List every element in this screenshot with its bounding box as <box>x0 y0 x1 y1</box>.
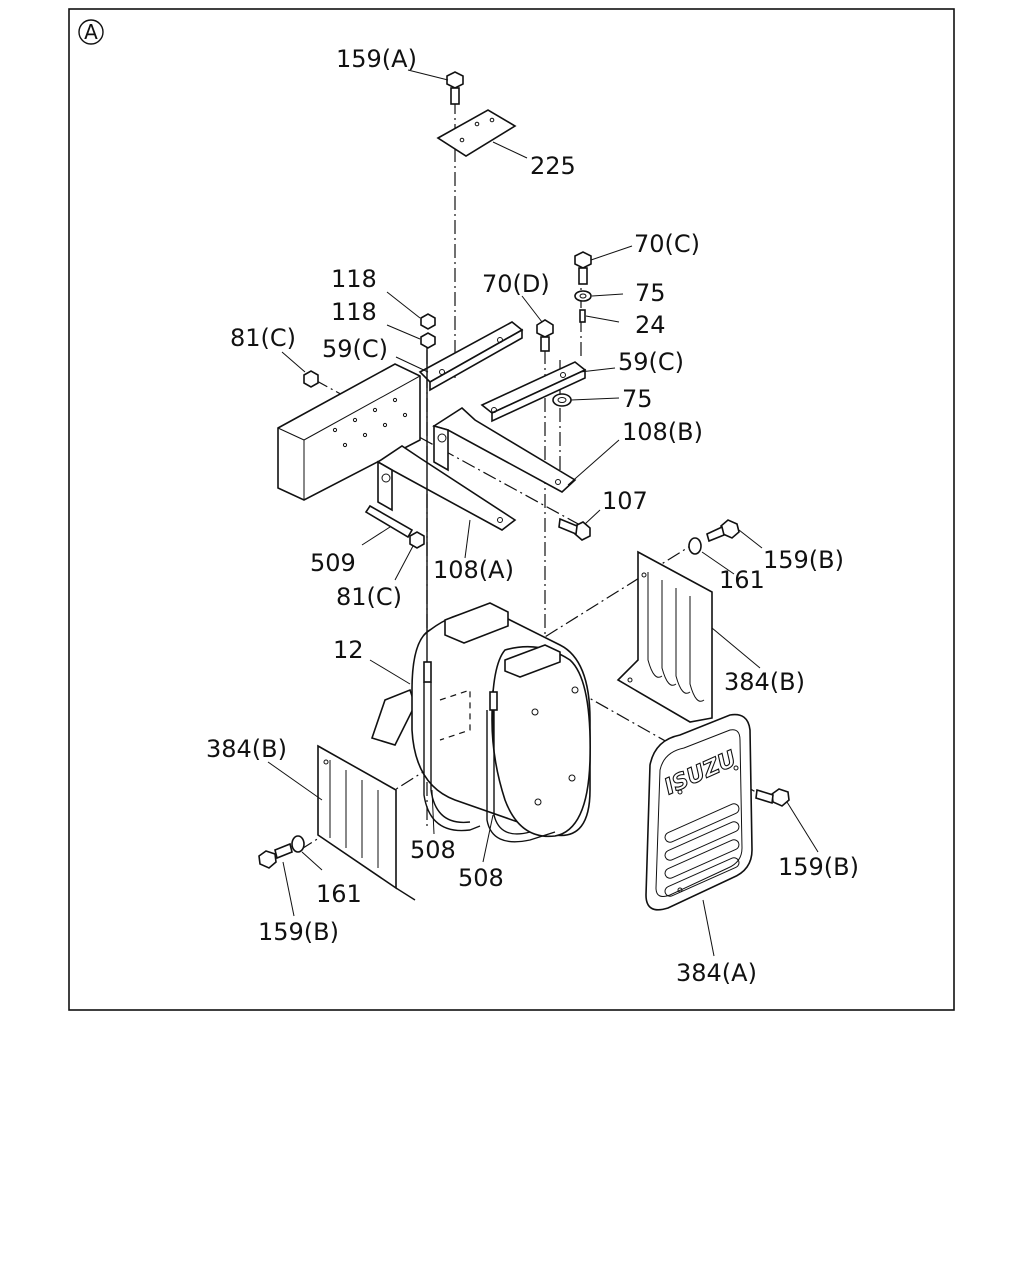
nut-81c-upper <box>303 370 319 388</box>
diagram-frame <box>68 8 955 1011</box>
view-marker: A <box>78 19 104 45</box>
label-107: 107 <box>602 487 648 515</box>
label-161-right: 161 <box>719 566 765 594</box>
heat-shield-384a: ISUZU <box>645 713 753 911</box>
leader-lines <box>267 69 819 957</box>
label-81c-lower: 81(C) <box>336 583 402 611</box>
label-81c-upper: 81(C) <box>230 324 296 352</box>
washer-75-top <box>574 290 592 302</box>
label-59c-left: 59(C) <box>322 335 388 363</box>
label-508-a: 508 <box>410 836 456 864</box>
bracket-108a <box>376 445 517 531</box>
label-509: 509 <box>310 549 356 577</box>
label-59c-right: 59(C) <box>618 348 684 376</box>
label-384a: 384(A) <box>676 959 757 987</box>
label-118-lower: 118 <box>331 298 377 326</box>
label-159a: 159(A) <box>336 45 417 73</box>
label-508-b: 508 <box>458 864 504 892</box>
label-108b: 108(B) <box>622 418 703 446</box>
bracket-59c-right <box>480 361 587 423</box>
hanger-rods <box>423 348 498 740</box>
pin-24 <box>579 309 586 323</box>
bolt-159a <box>446 71 464 105</box>
heat-shield-384b-left <box>317 744 416 901</box>
label-75-top: 75 <box>635 279 666 307</box>
band-508-a <box>423 682 481 832</box>
plate-225 <box>436 109 517 157</box>
bolt-70d <box>536 319 554 352</box>
part-labels: 159(A) 225 70(C) 70(D) 75 24 118 118 81(… <box>206 45 859 987</box>
muffler-12 <box>370 602 591 838</box>
label-161-left: 161 <box>316 880 362 908</box>
view-marker-letter: A <box>84 20 98 44</box>
bolt-159b-lower-right <box>755 788 790 807</box>
nut-81c-lower <box>409 531 425 549</box>
label-12: 12 <box>333 636 364 664</box>
nut-118-lower <box>420 332 436 349</box>
band-508-b <box>486 710 556 843</box>
label-159b-left: 159(B) <box>258 918 339 946</box>
bolt-159b-left <box>258 842 293 869</box>
bolt-159b-upper-right <box>706 519 740 543</box>
bolt-70c <box>574 251 592 285</box>
label-108a: 108(A) <box>433 556 514 584</box>
label-70d: 70(D) <box>482 270 550 298</box>
bolt-107 <box>558 517 591 541</box>
stud-509 <box>364 504 414 539</box>
washer-75-lower <box>552 393 572 407</box>
label-24: 24 <box>635 311 666 339</box>
label-384b-left: 384(B) <box>206 735 287 763</box>
washer-161-right <box>688 537 702 555</box>
frame-rail <box>277 363 421 501</box>
label-225: 225 <box>530 152 576 180</box>
nut-118-upper <box>420 313 436 330</box>
bracket-59c-left <box>418 321 524 392</box>
label-159b-lower-right: 159(B) <box>778 853 859 881</box>
label-75-lower: 75 <box>622 385 653 413</box>
label-118-upper: 118 <box>331 265 377 293</box>
washer-161-left <box>291 835 305 853</box>
label-70c: 70(C) <box>634 230 700 258</box>
bracket-108b <box>432 406 577 493</box>
label-159b-upper-right: 159(B) <box>763 546 844 574</box>
label-384b-right: 384(B) <box>724 668 805 696</box>
heat-shield-384b-right <box>616 550 713 723</box>
